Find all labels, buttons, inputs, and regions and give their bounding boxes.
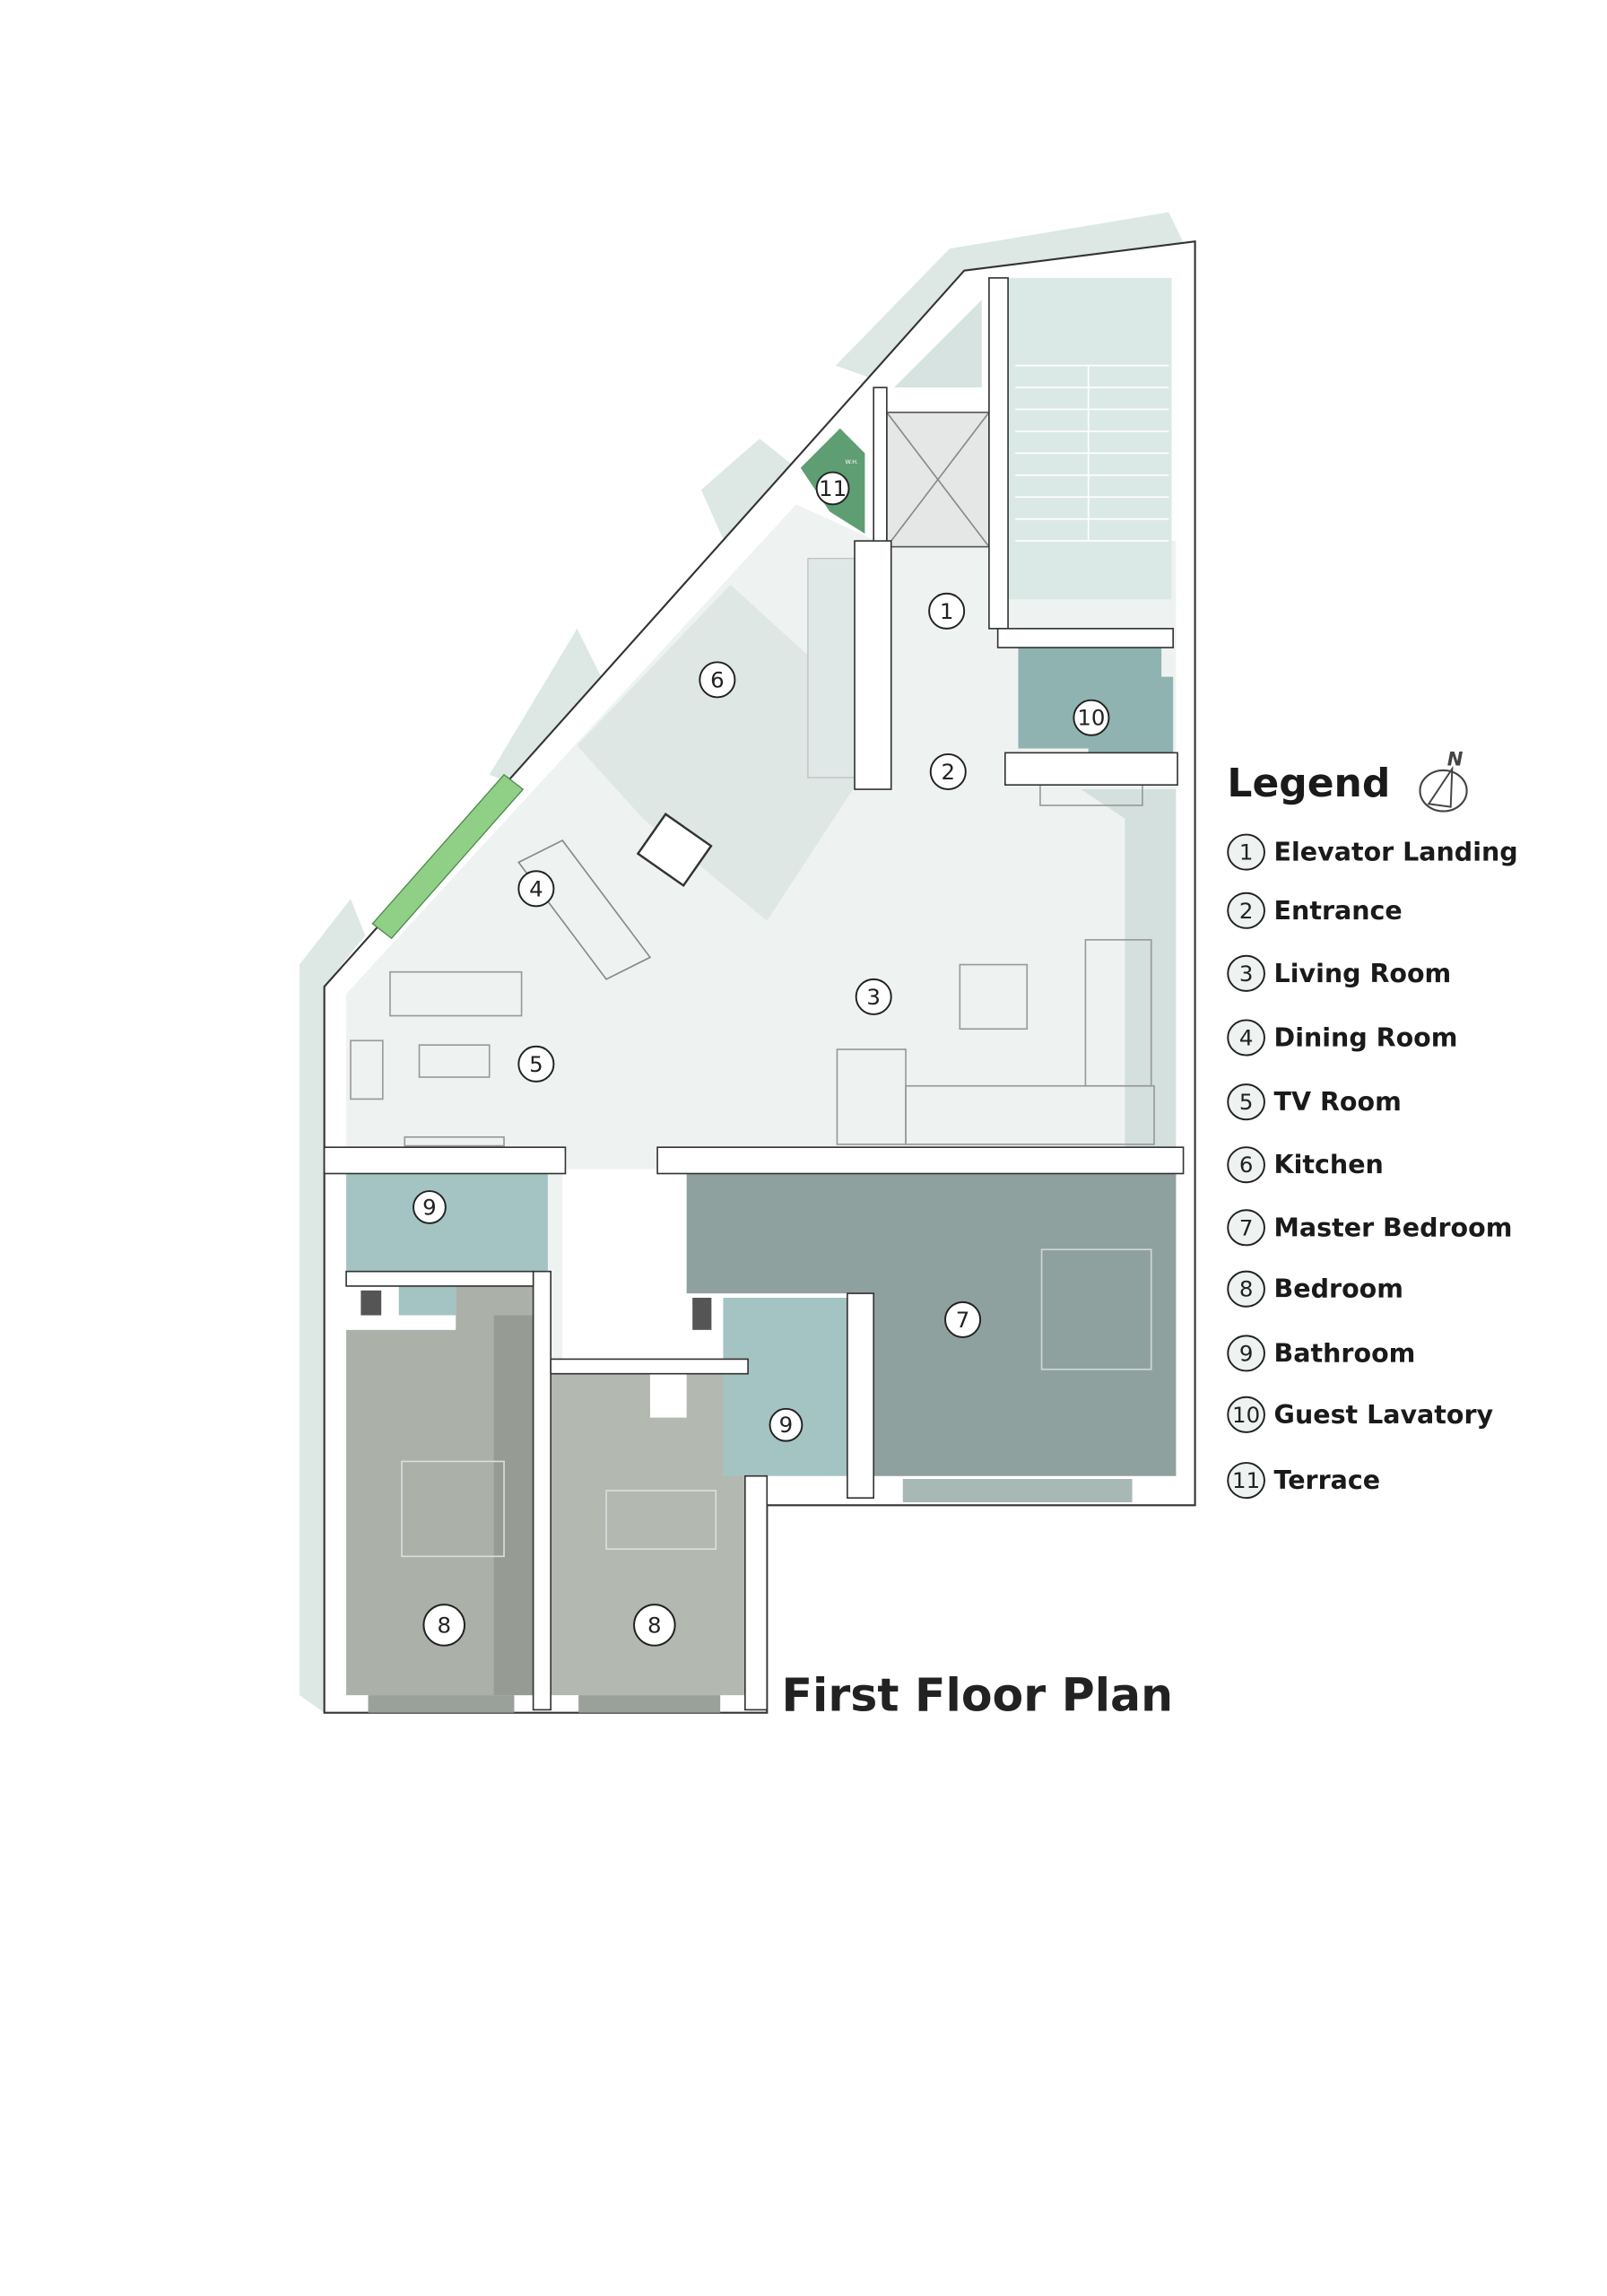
legend-label: Master Bedroom — [1274, 1213, 1513, 1242]
bathroom-right — [723, 1297, 847, 1476]
floor-shadow — [1081, 789, 1177, 1148]
legend-marker — [1227, 1083, 1265, 1121]
bedroom-left-window — [368, 1695, 515, 1713]
room-label-4: 4 — [529, 875, 543, 901]
legend-number: 1 — [1239, 839, 1254, 865]
legend-label: Bathroom — [1274, 1338, 1416, 1368]
master-window — [902, 1478, 1133, 1503]
bed-left — [401, 1460, 505, 1558]
room-label-8-left: 8 — [437, 1612, 451, 1638]
room-label-11: 11 — [819, 475, 847, 501]
legend-marker — [1227, 1335, 1265, 1372]
legend-number: 11 — [1232, 1467, 1260, 1493]
legend-marker — [1227, 954, 1265, 992]
room-label-5: 5 — [529, 1051, 543, 1077]
legend-number: 5 — [1239, 1089, 1254, 1115]
tv-room-furniture — [350, 970, 523, 1147]
legend-number: 2 — [1239, 898, 1254, 924]
legend-marker — [1227, 1270, 1265, 1308]
bedroom-right-window — [578, 1695, 721, 1713]
legend-marker — [1227, 1209, 1265, 1247]
bedroom-left — [346, 1285, 534, 1696]
legend: Legend N 1 Elevator Landing 2 Entrance 3 Livi… — [1227, 747, 1518, 1500]
legend-number: 6 — [1239, 1152, 1254, 1178]
legend-item: 2 Entrance — [1227, 891, 1403, 929]
bedroom-left-shadow — [493, 1315, 534, 1696]
legend-item: 7 Master Bedroom — [1227, 1209, 1513, 1247]
room-label-6: 6 — [710, 666, 725, 692]
elevator-shaft — [886, 411, 990, 548]
plan-title: First Floor Plan — [782, 1669, 1174, 1722]
water-heater-label: W.H. — [845, 458, 858, 465]
room-label-2: 2 — [942, 759, 956, 785]
legend-heading: Legend — [1227, 761, 1390, 806]
legend-item: 5 TV Room — [1227, 1083, 1402, 1121]
legend-marker — [1227, 1396, 1265, 1433]
legend-number: 4 — [1239, 1025, 1254, 1051]
legend-item: 1 Elevator Landing — [1227, 833, 1518, 871]
legend-marker — [1227, 1146, 1265, 1184]
legend-item: 6 Kitchen — [1227, 1146, 1384, 1184]
shaft-right — [692, 1297, 712, 1330]
legend-item: 3 Living Room — [1227, 954, 1452, 992]
legend-marker — [1227, 1462, 1265, 1500]
void-area — [894, 300, 982, 388]
legend-marker — [1227, 891, 1265, 929]
dining-table — [517, 839, 652, 980]
legend-item: 8 Bedroom — [1227, 1270, 1403, 1308]
planter — [371, 773, 525, 940]
legend-item: 4 Dining Room — [1227, 1019, 1458, 1057]
kitchen-island — [636, 813, 713, 887]
legend-label: Entrance — [1274, 896, 1403, 926]
room-label-10: 10 — [1077, 705, 1105, 731]
legend-item: 10 Guest Lavatory — [1227, 1396, 1494, 1433]
shaft-left — [360, 1290, 382, 1316]
room-label-3: 3 — [866, 984, 881, 1010]
legend-label: Guest Lavatory — [1274, 1400, 1494, 1430]
legend-number: 10 — [1232, 1402, 1260, 1428]
legend-item: 11 Terrace — [1227, 1462, 1381, 1500]
north-label: N — [1447, 747, 1464, 770]
legend-label: Dining Room — [1274, 1023, 1458, 1053]
legend-marker — [1227, 1019, 1265, 1057]
room-markers — [413, 471, 1110, 1647]
legend-number: 3 — [1239, 961, 1254, 987]
room-label-8-right: 8 — [647, 1612, 662, 1638]
room-label-9-left: 9 — [422, 1194, 437, 1220]
legend-number: 8 — [1239, 1276, 1254, 1302]
north-arrow-icon: N — [1419, 747, 1468, 813]
legend-marker — [1227, 833, 1265, 871]
master-bed — [1040, 1248, 1152, 1370]
legend-label: Bedroom — [1274, 1274, 1403, 1304]
internal-walls — [323, 277, 1185, 1711]
room-label-9-right: 9 — [779, 1412, 794, 1438]
room-label-1: 1 — [940, 598, 954, 624]
legend-number: 9 — [1239, 1340, 1254, 1366]
bathroom-left — [346, 1173, 548, 1316]
legend-label: Living Room — [1274, 959, 1452, 988]
legend-label: Elevator Landing — [1274, 838, 1518, 867]
legend-number: 7 — [1239, 1214, 1254, 1240]
legend-label: TV Room — [1274, 1087, 1402, 1117]
bed-right — [605, 1490, 717, 1550]
legend-label: Terrace — [1274, 1465, 1381, 1495]
staircase — [1008, 277, 1172, 600]
bedroom-right — [547, 1373, 745, 1696]
room-label-7: 7 — [956, 1307, 970, 1333]
legend-label: Kitchen — [1274, 1150, 1384, 1179]
legend-item: 9 Bathroom — [1227, 1335, 1416, 1372]
